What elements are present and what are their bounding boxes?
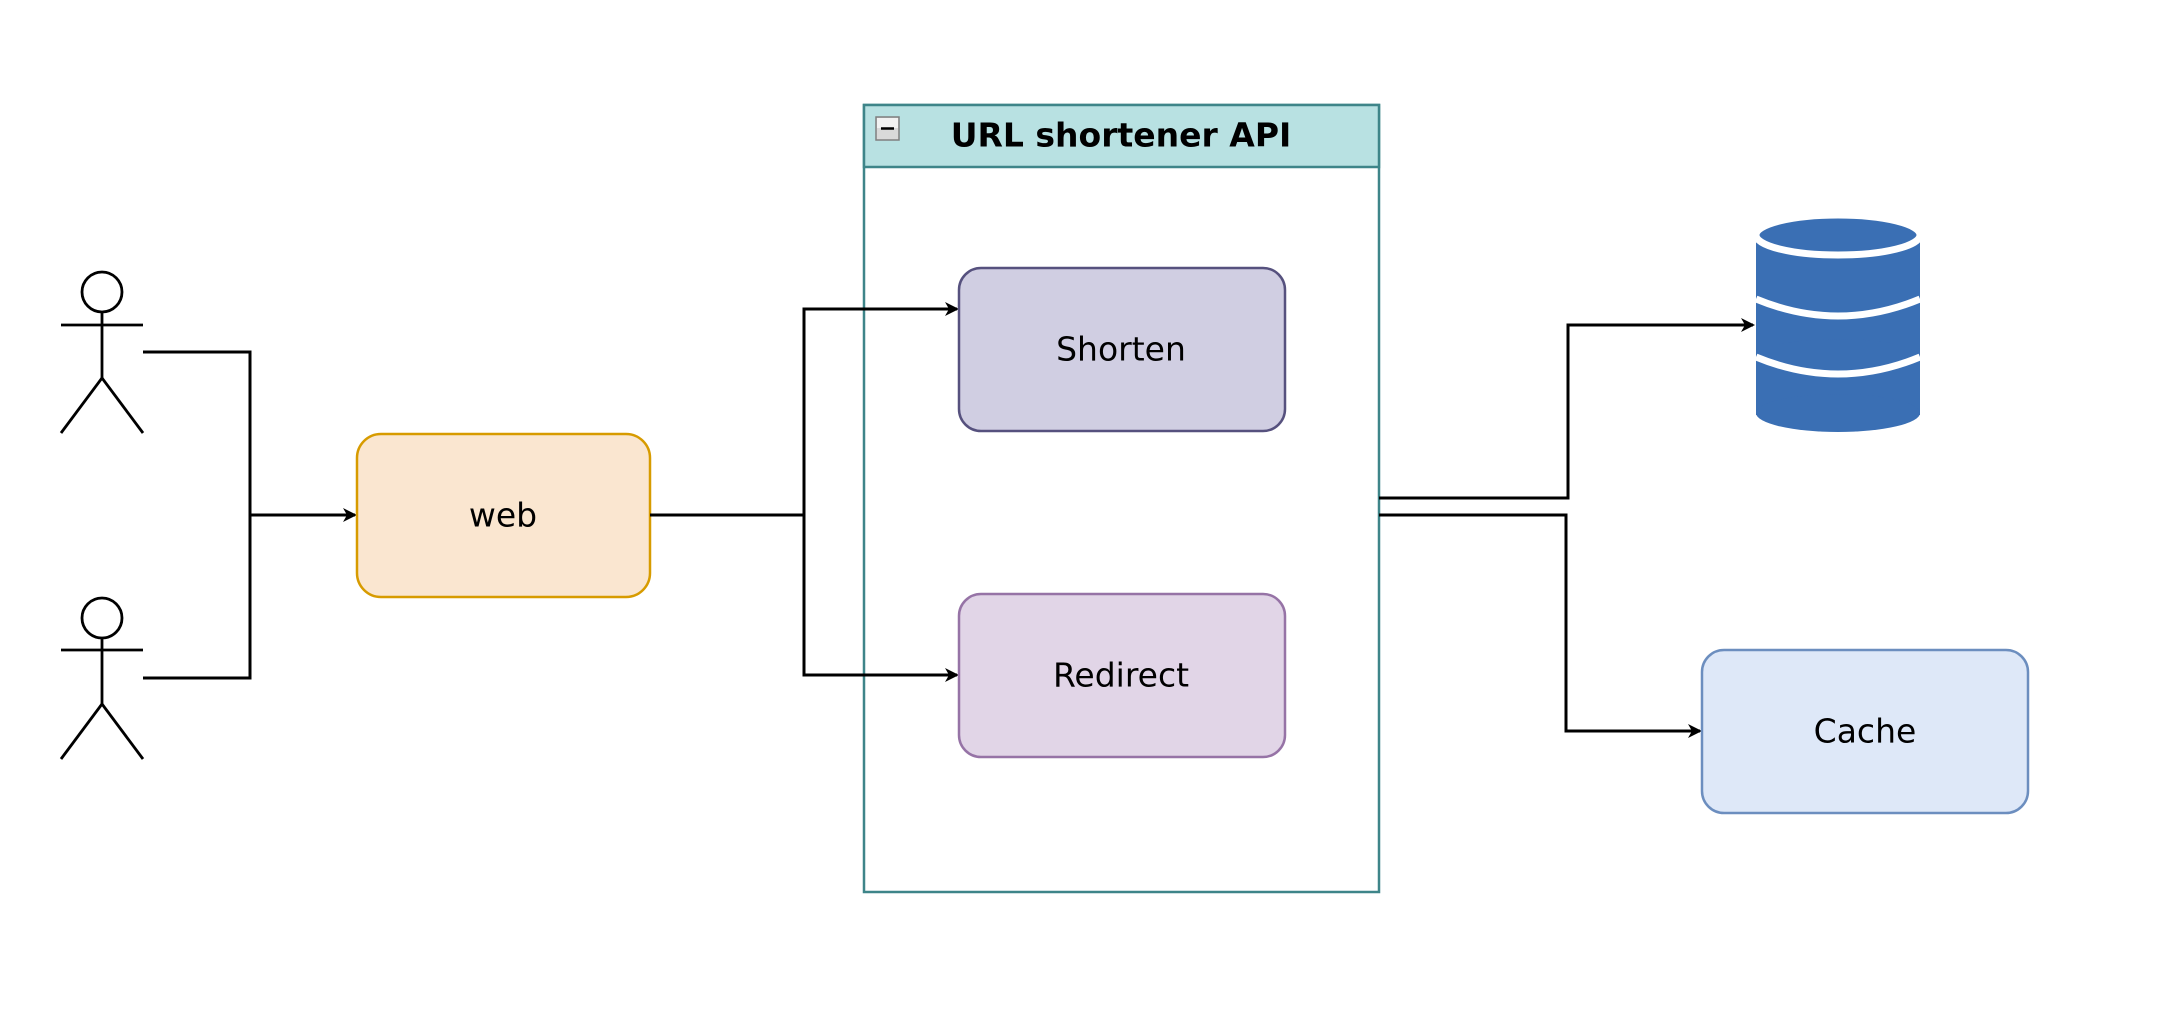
shorten-node-label: Shorten (1056, 330, 1186, 369)
edge-api-to-cache (1379, 513, 1702, 738)
cache-node-label: Cache (1814, 712, 1917, 751)
edge-web-to-shorten (650, 302, 959, 517)
edge-actor-top-to-web (143, 350, 252, 515)
redirect-node-label: Redirect (1053, 656, 1189, 695)
database-cylinder-icon[interactable] (1752, 211, 1924, 432)
edge-actor-bottom-to-web (143, 515, 252, 680)
api-container[interactable]: URL shortener API (862, 103, 1381, 894)
shorten-node[interactable]: Shorten (957, 266, 1287, 433)
api-container-title: URL shortener API (951, 116, 1292, 155)
user-actor-bottom[interactable] (59, 596, 145, 760)
collapse-minus-icon[interactable] (875, 116, 900, 141)
user-actor-top[interactable] (59, 270, 145, 434)
edge-api-to-database (1379, 318, 1755, 500)
cache-node[interactable]: Cache (1700, 648, 2030, 815)
web-node-label: web (469, 496, 537, 535)
redirect-node[interactable]: Redirect (957, 592, 1287, 759)
edge-web-to-redirect (802, 515, 959, 682)
web-node[interactable]: web (355, 432, 652, 599)
